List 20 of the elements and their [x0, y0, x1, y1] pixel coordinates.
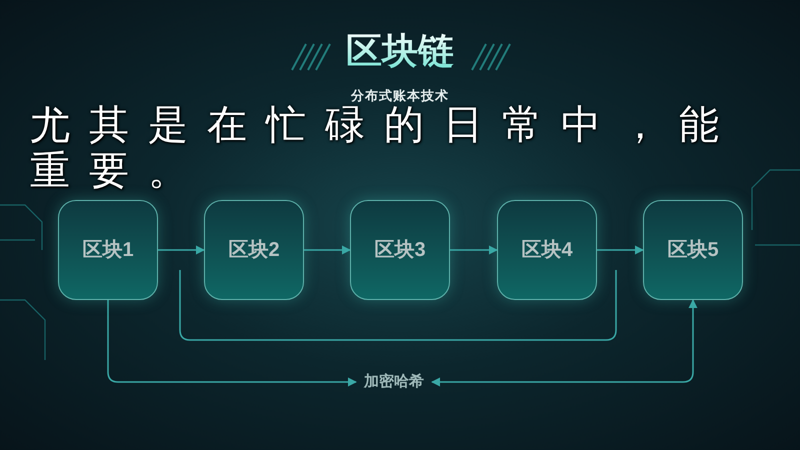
arrow — [450, 246, 498, 254]
block-label: 区块1 — [82, 238, 134, 262]
arrow — [431, 299, 698, 386]
block-box — [204, 200, 304, 300]
arrow — [597, 246, 644, 254]
arrow — [304, 246, 351, 254]
overlay-text: 尤其是在忙碌的日常中，能 — [30, 102, 738, 148]
block-box — [643, 200, 743, 300]
arrow — [107, 300, 357, 386]
block-box — [497, 200, 597, 300]
block-label: 区块2 — [228, 238, 280, 262]
block-box — [58, 200, 158, 300]
block-label: 区块3 — [374, 238, 426, 262]
hash-label: 加密哈希 — [356, 371, 432, 393]
subtitle: 分布式账本技术 — [350, 87, 450, 105]
block-box — [350, 200, 450, 300]
overlay-text: 重要。 — [30, 148, 207, 194]
block-label: 区块5 — [667, 238, 719, 262]
block-label: 区块4 — [521, 238, 573, 262]
arrow — [158, 246, 205, 254]
